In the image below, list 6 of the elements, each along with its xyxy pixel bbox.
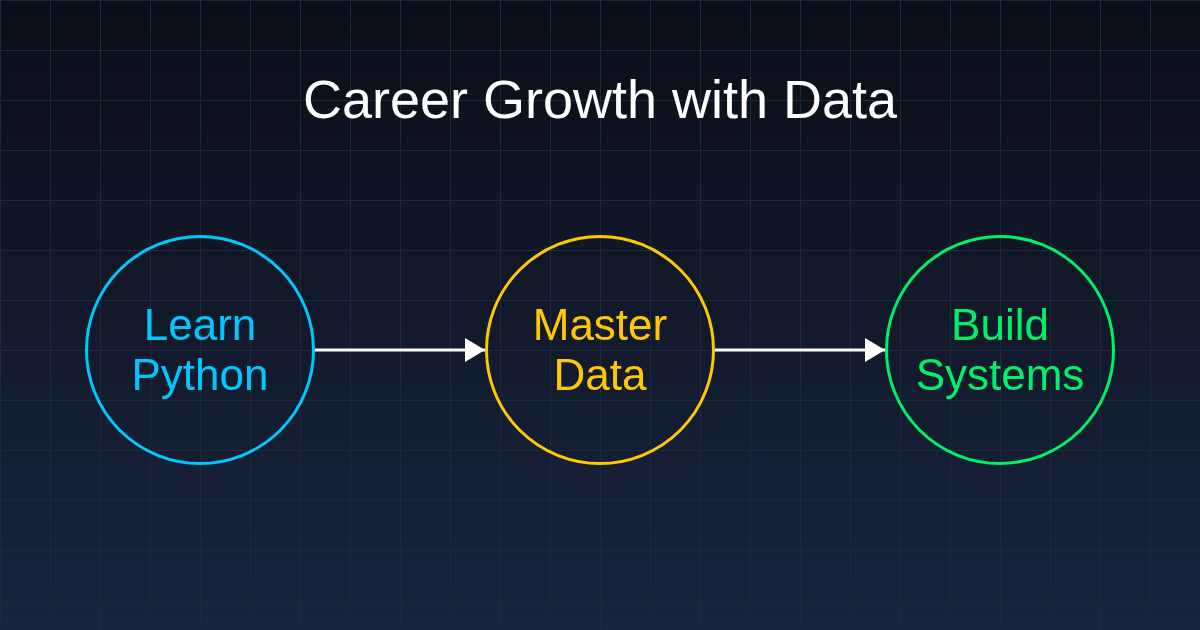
arrow xyxy=(715,338,885,362)
arrow xyxy=(315,338,485,362)
step-label: Learn Python xyxy=(130,300,270,400)
step-label: Build Systems xyxy=(914,300,1086,400)
step-label: Master Data xyxy=(531,300,669,400)
diagram-title: Career Growth with Data xyxy=(302,68,898,130)
